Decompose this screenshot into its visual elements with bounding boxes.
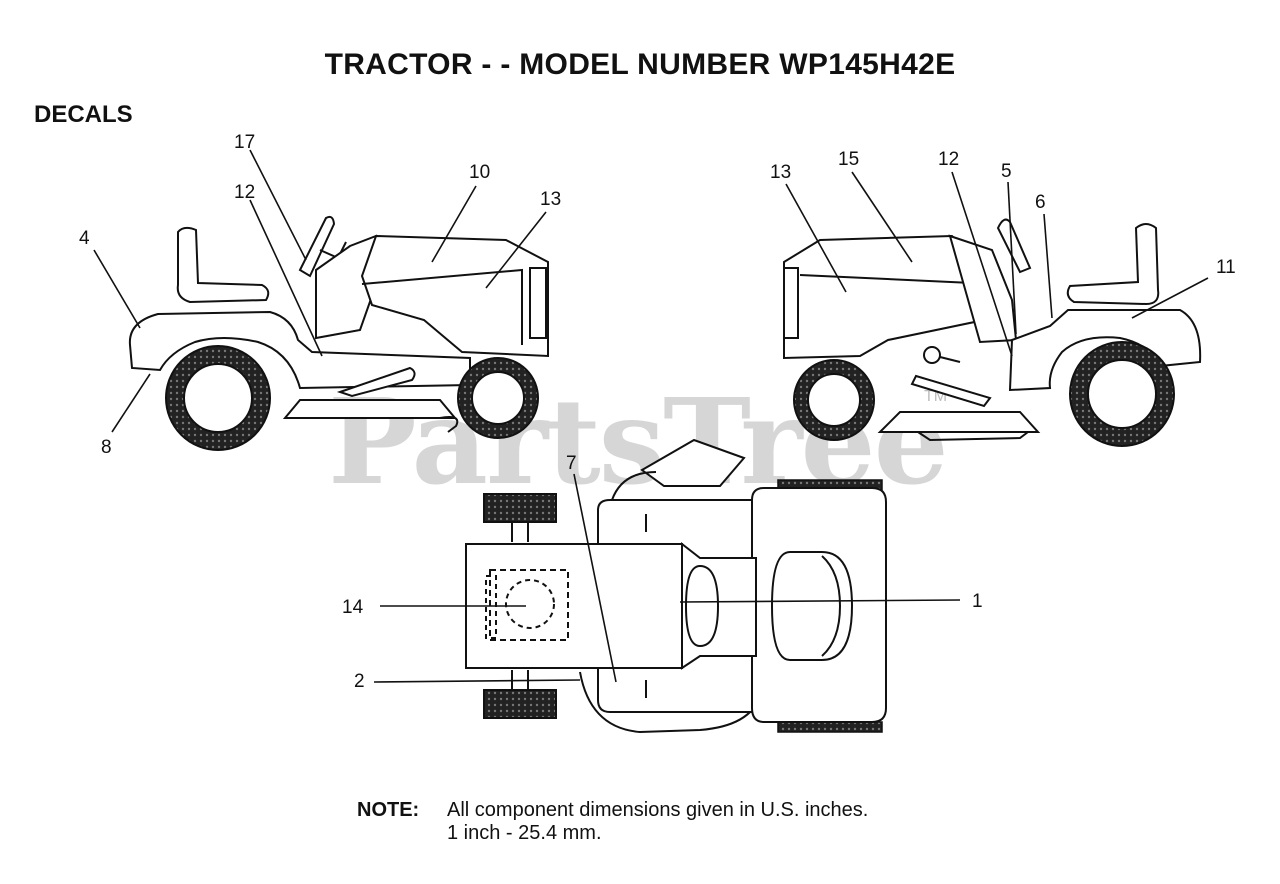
- right-front-rim: [807, 373, 861, 427]
- leader-15: [851, 171, 913, 263]
- tractor-top-view: [465, 438, 887, 734]
- callout-10: 10: [469, 162, 490, 183]
- right-mower-deck: [877, 411, 1041, 433]
- callout-15: 15: [838, 149, 859, 170]
- left-rear-rim: [183, 363, 253, 433]
- leader-13-left: [485, 211, 547, 289]
- top-right-rear-tire: [483, 689, 557, 719]
- callout-8: 8: [101, 437, 112, 458]
- callout-4: 4: [79, 228, 90, 249]
- right-deck-lower: [917, 431, 1029, 442]
- left-deck-skid: [439, 416, 459, 433]
- leader-12-left: [249, 199, 323, 357]
- left-front-rim: [471, 371, 525, 425]
- top-lower-fender-arc: [579, 671, 761, 734]
- callout-7: 7: [566, 453, 577, 474]
- callout-13-right: 13: [770, 162, 791, 183]
- left-rear-fender: [128, 310, 471, 390]
- right-steering-wheel: [996, 218, 1032, 274]
- top-steering-arc: [611, 471, 657, 501]
- left-grille: [529, 267, 547, 339]
- section-label: DECALS: [34, 101, 133, 128]
- right-rear-rim: [1087, 359, 1157, 429]
- tractor-right-side-view: [783, 218, 1202, 447]
- right-hood: [783, 234, 985, 360]
- right-footrest: [910, 374, 992, 408]
- callout-labels: 17 12 10 13 4 8 13 15 12 5 6 11 7 14 1 2: [79, 132, 1236, 692]
- dimension-note: NOTE: All component dimensions given in U…: [357, 799, 868, 845]
- leader-lines: [93, 149, 1209, 683]
- top-steering-panel: [640, 438, 746, 487]
- right-grille: [783, 267, 799, 339]
- note-line-2: 1 inch - 25.4 mm.: [447, 822, 602, 844]
- callout-1: 1: [972, 591, 983, 612]
- leader-13-right: [785, 183, 847, 293]
- title: TRACTOR - - MODEL NUMBER WP145H42E: [324, 48, 956, 81]
- note-line-1: All component dimensions given in U.S. i…: [447, 799, 869, 821]
- leader-7: [573, 473, 617, 683]
- tractor-left-side-view: [128, 215, 549, 451]
- leader-10: [431, 185, 477, 263]
- note-label: NOTE:: [357, 799, 420, 821]
- top-hood-oval-inner: [821, 555, 842, 657]
- callout-11: 11: [1216, 257, 1236, 278]
- right-lever: [939, 356, 961, 363]
- right-seat: [1066, 223, 1160, 306]
- leader-6: [1043, 213, 1053, 319]
- leader-4: [93, 249, 141, 329]
- leader-8: [111, 373, 151, 433]
- leader-11: [1131, 277, 1209, 319]
- leader-2: [373, 679, 581, 683]
- leader-5: [1007, 181, 1017, 335]
- callout-12-left: 12: [234, 182, 255, 203]
- callout-17: 17: [234, 132, 255, 153]
- left-seat: [176, 226, 270, 304]
- left-footrest: [336, 366, 416, 398]
- top-hood-oval: [770, 551, 854, 661]
- callout-13-left: 13: [540, 189, 561, 210]
- leader-17: [249, 149, 307, 261]
- left-mower-deck: [282, 399, 458, 419]
- top-rear-axle-upper: [511, 522, 529, 542]
- right-lever-knob: [923, 346, 941, 364]
- leader-1: [679, 599, 961, 603]
- callout-5: 5: [1001, 161, 1012, 182]
- top-left-rear-tire: [483, 493, 557, 523]
- leader-12-right: [951, 171, 1013, 357]
- top-seat-decal-dashed-inner: [485, 575, 497, 639]
- callout-14: 14: [342, 597, 364, 618]
- top-right-front-tire: [777, 721, 883, 733]
- left-hood-panel: [361, 268, 523, 345]
- right-hood-panel: [799, 274, 973, 284]
- left-steering-wheel: [298, 215, 336, 278]
- top-dash-oval: [684, 564, 720, 648]
- top-seat-circle-dashed: [505, 579, 555, 629]
- top-seat-decal-dashed: [489, 569, 569, 641]
- callout-2: 2: [354, 671, 365, 692]
- left-hood: [360, 234, 549, 358]
- callout-12-right: 12: [938, 149, 959, 170]
- callout-6: 6: [1035, 192, 1046, 213]
- right-rear-fender: [1008, 309, 1202, 392]
